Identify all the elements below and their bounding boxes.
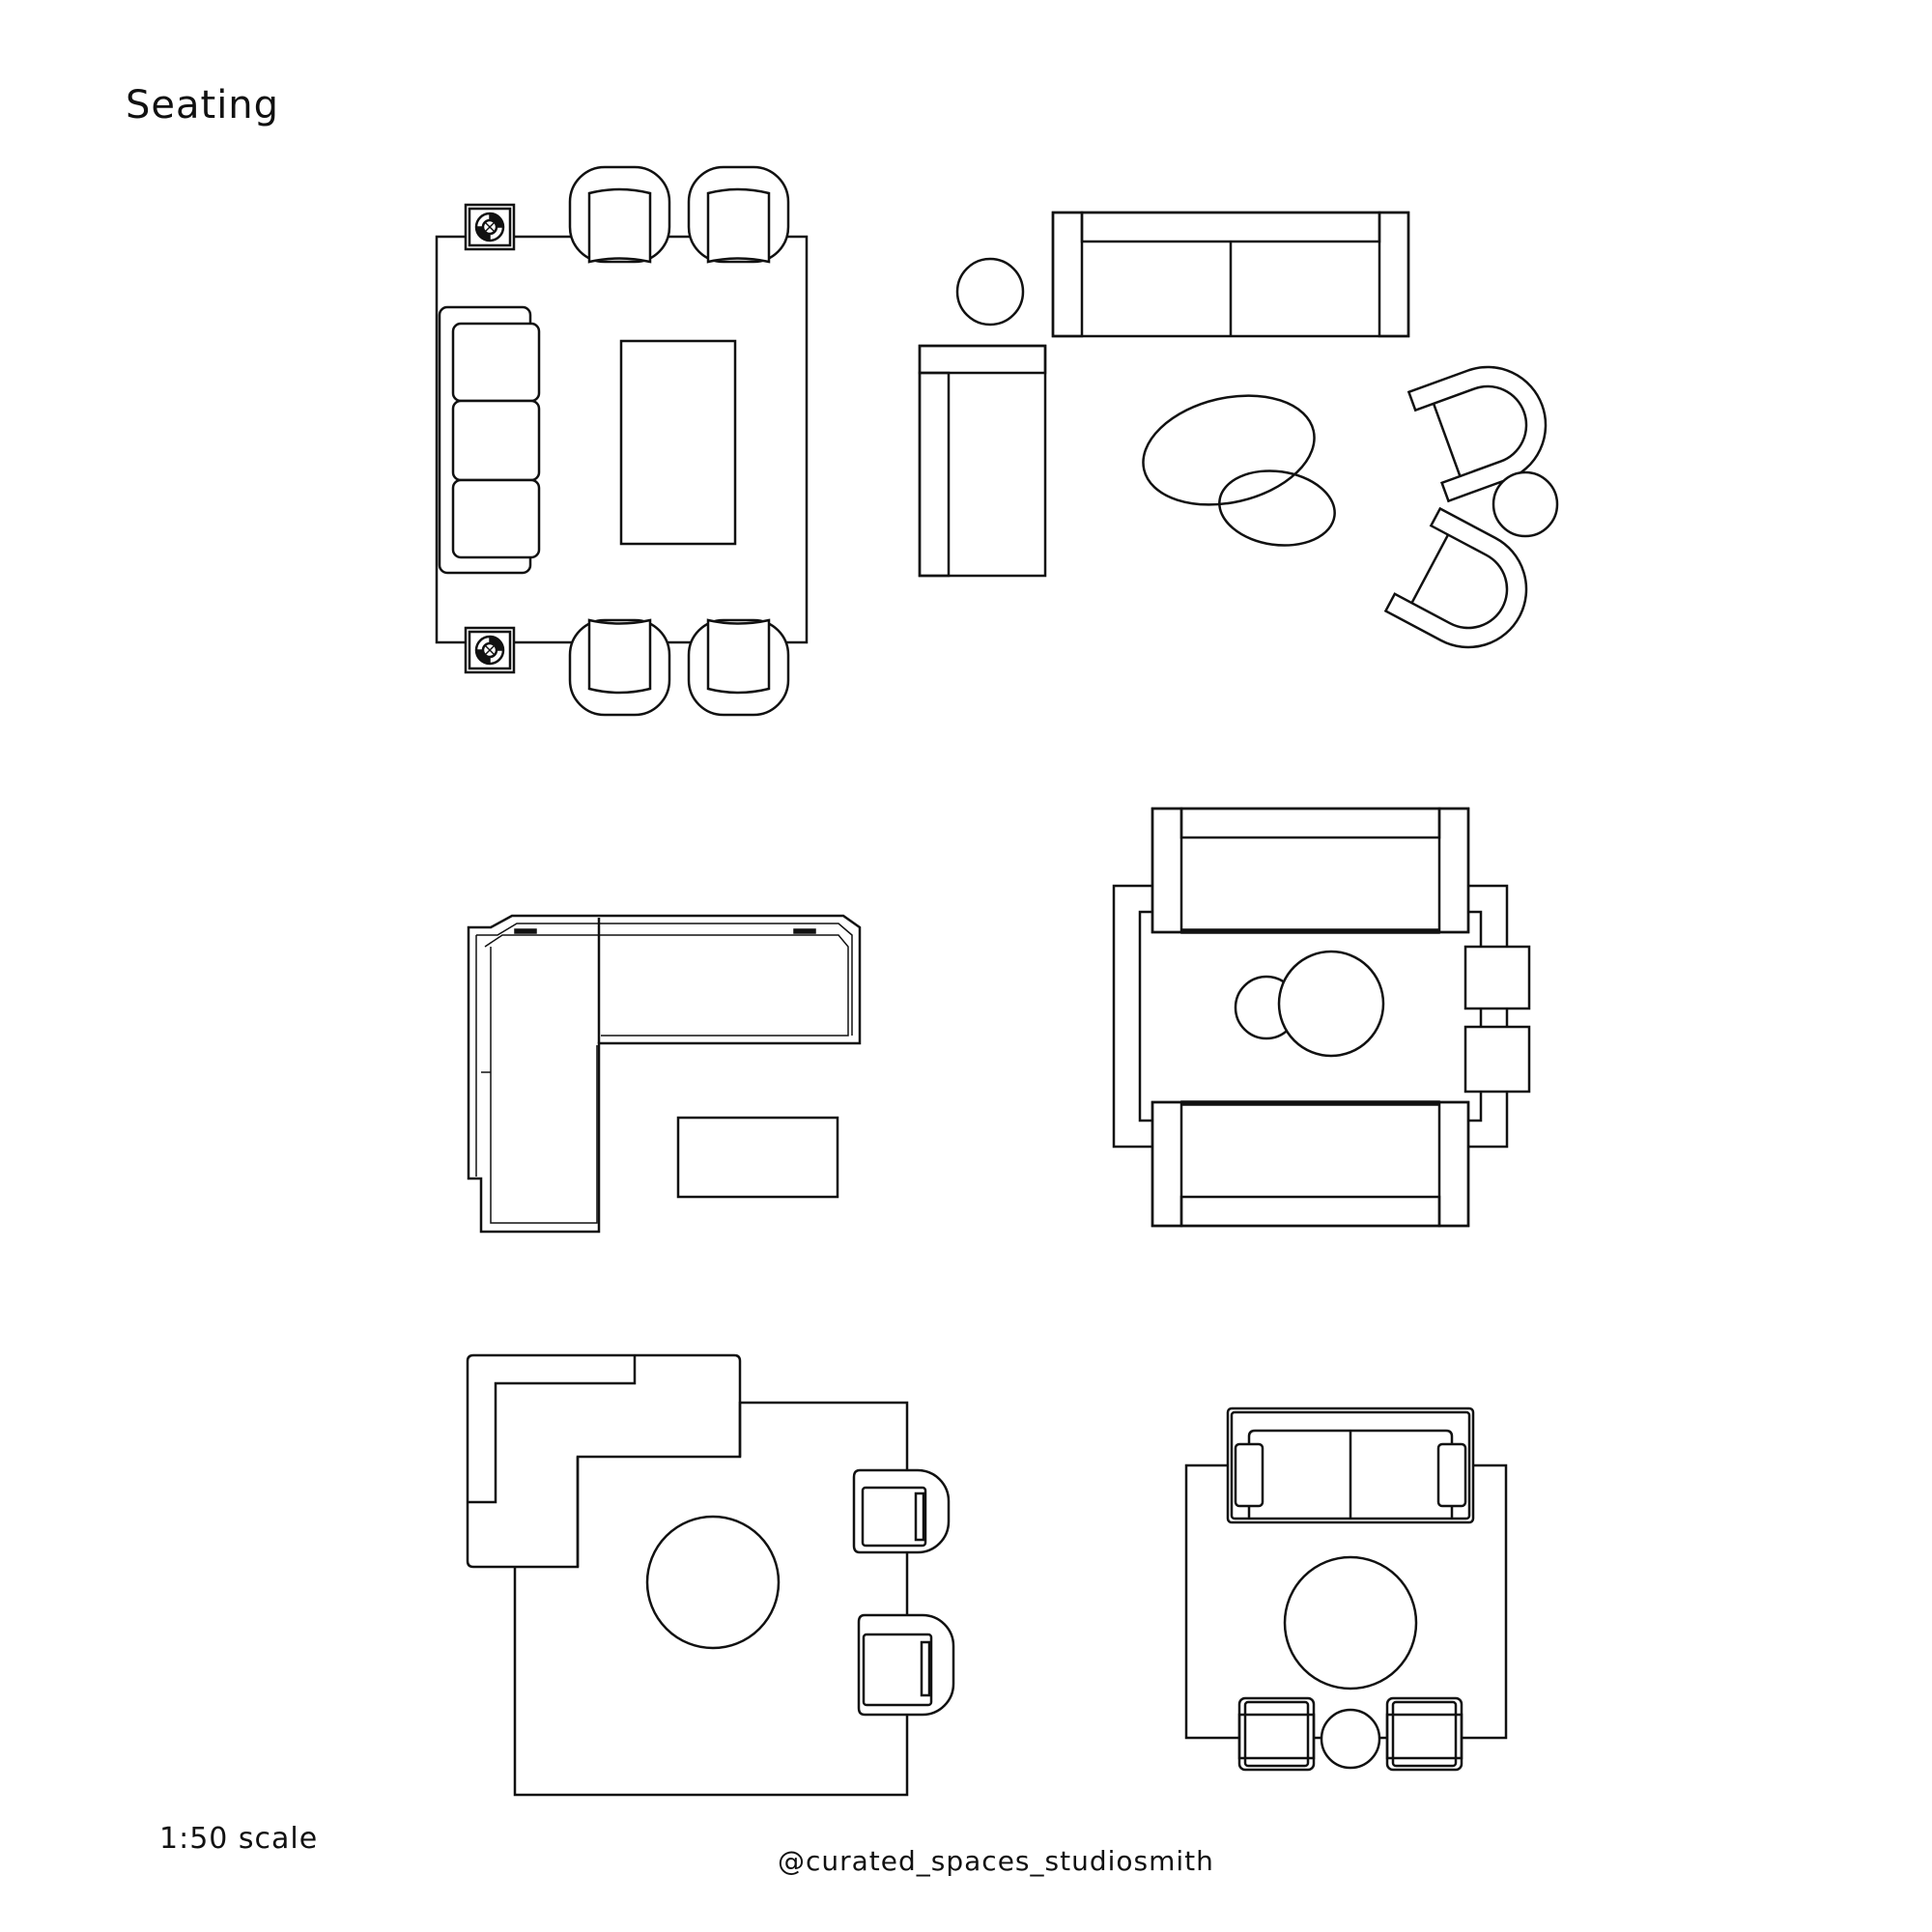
sectional — [466, 1353, 742, 1569]
round-side-table — [1320, 1708, 1381, 1770]
coffee-table — [619, 339, 737, 546]
layout-l-sectional — [467, 914, 862, 1234]
side-table — [955, 257, 1025, 327]
armchair-left — [1237, 1696, 1316, 1772]
layout-loveseat-armchairs — [1184, 1406, 1508, 1772]
round-coffee-table — [645, 1515, 781, 1650]
side-table — [1492, 470, 1559, 538]
round-coffee-table — [1283, 1555, 1418, 1690]
credit-handle: @curated_spaces_studiosmith — [778, 1845, 1214, 1877]
sofa-bottom — [1151, 1100, 1470, 1228]
side-table — [1463, 1025, 1531, 1094]
layout-sectional-armchairs — [466, 1353, 955, 1797]
oval-coffee-tables — [1142, 394, 1336, 547]
loveseat — [1226, 1406, 1475, 1524]
layout-sofa-chaise-oval-tables — [918, 211, 1559, 649]
armchair-right — [1385, 1696, 1463, 1772]
side-table — [1463, 945, 1531, 1010]
armchair-bottom-left — [568, 618, 671, 717]
lamp-table-top — [464, 203, 516, 251]
two-seat-sofa — [1051, 211, 1410, 338]
layout-sofa-four-chairs — [435, 165, 809, 717]
three-seat-sofa — [438, 305, 541, 575]
armchair-lower — [1383, 506, 1528, 649]
round-table-large — [1277, 950, 1385, 1058]
armchair-top-left — [568, 165, 671, 264]
armchair-top-right — [687, 165, 790, 264]
armchair-upper — [852, 1468, 951, 1554]
l-sectional — [467, 914, 862, 1234]
sofa-top — [1151, 807, 1470, 934]
scale-note: 1:50 scale — [159, 1822, 319, 1856]
armchair-bottom-right — [687, 618, 790, 717]
chaise — [918, 344, 1047, 578]
sheet-title: Seating — [126, 83, 280, 128]
layout-facing-sofas — [1112, 807, 1531, 1228]
armchair-lower — [857, 1613, 955, 1717]
coffee-table — [676, 1116, 839, 1199]
lamp-table-bottom — [464, 626, 516, 674]
